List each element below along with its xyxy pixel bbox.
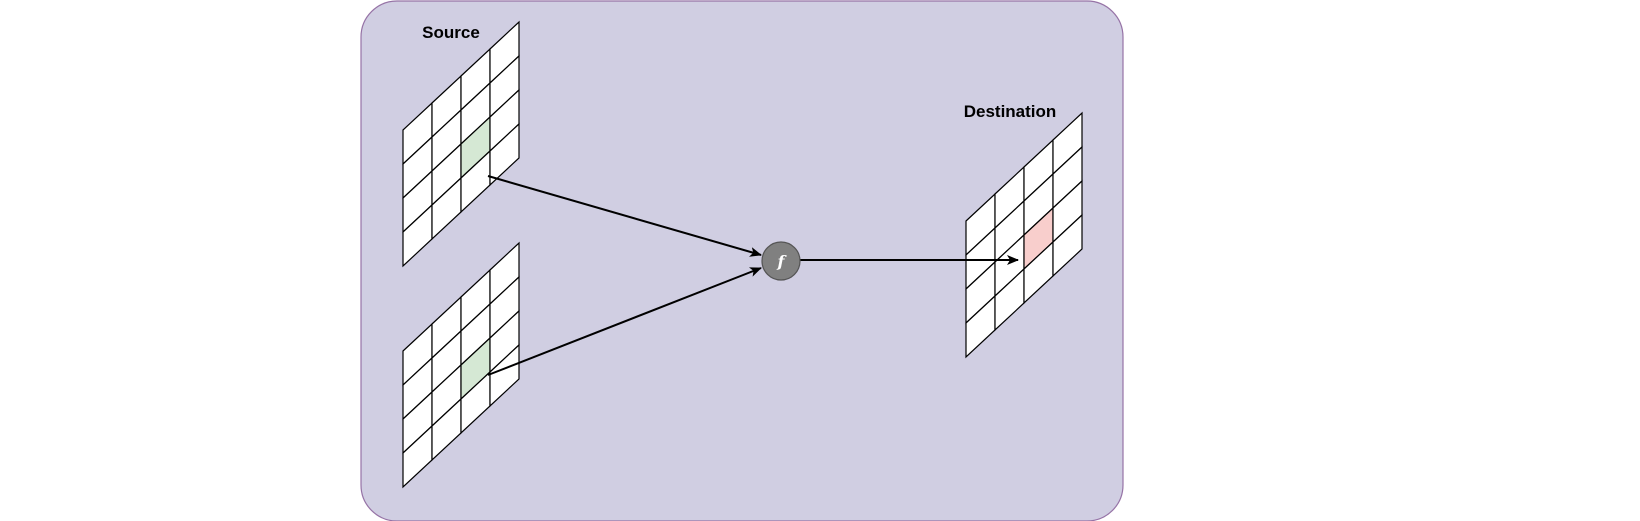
edge-source-2-to-function: [487, 267, 762, 376]
source-grid-2: [402, 241, 520, 489]
grid-cell: [489, 122, 520, 187]
function-node-circle: [761, 241, 801, 281]
destination-label: Destination: [964, 102, 1057, 121]
function-label: f: [777, 252, 788, 271]
source-grid-1: [402, 20, 520, 268]
edge-source-1-to-function: [487, 175, 762, 257]
grid-cell: [489, 343, 520, 408]
grid-cell: [1052, 213, 1083, 278]
destination-grid: [965, 111, 1083, 359]
source-label: Source: [422, 23, 480, 42]
function-node: f: [761, 241, 801, 281]
container-panel: [360, 0, 1124, 521]
